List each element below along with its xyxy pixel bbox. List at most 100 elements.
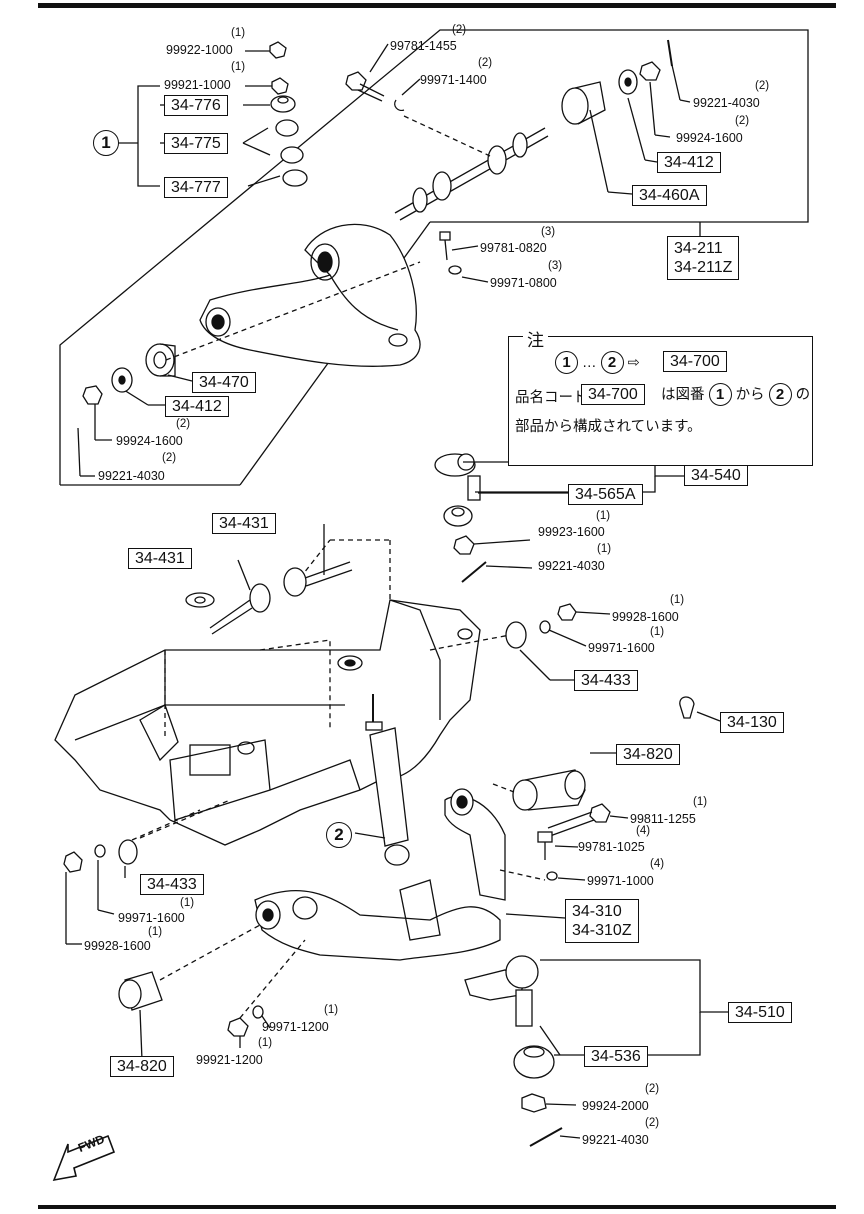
upper-panel-outline: [59, 29, 809, 485]
ref-34-433-right: 34-433: [574, 670, 638, 691]
ref-34-431-b: 34-431: [128, 548, 192, 569]
ref-34-310Z-label: 34-310Z: [572, 922, 632, 939]
note-line-1: 1 … 2 ⇨: [555, 351, 640, 374]
note-circle-2: 2: [600, 351, 624, 374]
note-line-2b: は図番 1 から 2 の: [661, 383, 810, 406]
qty-99924-left: (2): [176, 418, 191, 430]
ref-34-777: 34-777: [164, 177, 228, 198]
note-no: の: [795, 387, 811, 403]
lower-control-arm: [254, 788, 506, 961]
bottom-rule: [38, 1205, 836, 1209]
note-arrow-icon: ⇨: [627, 355, 640, 371]
ref-34-211-label: 34-211: [674, 240, 723, 257]
part-99971-1400: 99971-1400: [420, 73, 487, 87]
qty-99971-0800: (3): [548, 260, 563, 272]
ref-34-460A: 34-460A: [632, 185, 707, 206]
ref-34-211: 34-211 34-211Z: [667, 236, 740, 280]
bushing-34-470: [145, 343, 176, 377]
upper-control-arm: [199, 223, 421, 367]
part-99928-right: 99928-1600: [612, 610, 679, 624]
part-99781-1455: 99781-1455: [390, 39, 457, 53]
qty-99971-1600-left: (1): [180, 897, 195, 909]
ref-34-431-a: 34-431: [212, 513, 276, 534]
note-ref-34-700-inline: 34-700: [581, 384, 645, 405]
washer-34-412-left: [111, 367, 133, 393]
part-99923-1600: 99923-1600: [538, 525, 605, 539]
washer-34-412-top: [618, 69, 638, 95]
part-99928-left: 99928-1600: [84, 939, 151, 953]
part-99971-1000: 99971-1000: [587, 874, 654, 888]
ref-34-433-left: 34-433: [140, 874, 204, 895]
upper-shaft: [394, 127, 549, 221]
ref-34-412-left: 34-412: [165, 396, 229, 417]
note-circle-2b: 2: [768, 383, 792, 406]
ref-34-470: 34-470: [192, 372, 256, 393]
fwd-arrow-icon: [52, 1134, 116, 1182]
nut-left: [82, 385, 103, 405]
ref-34-310-label: 34-310: [572, 903, 622, 920]
ref-34-820-bottom: 34-820: [110, 1056, 174, 1077]
part-99971-1200: 99971-1200: [262, 1020, 329, 1034]
ref-34-536: 34-536: [584, 1046, 648, 1067]
part-99221-mid: 99221-4030: [538, 559, 605, 573]
qty-99928-left: (1): [148, 926, 163, 938]
top-rule: [38, 3, 836, 8]
qty-99781-1455: (2): [452, 24, 467, 36]
qty-99971-1000: (4): [650, 858, 665, 870]
part-99921-1000: 99921-1000: [164, 78, 231, 92]
ref-34-820-top: 34-820: [616, 744, 680, 765]
qty-99923: (1): [596, 510, 611, 522]
ref-34-540: 34-540: [684, 465, 748, 486]
qty-99971-right: (1): [650, 626, 665, 638]
bolt-99781-1455: [345, 71, 385, 102]
shock-absorber: [365, 694, 410, 866]
part-99971-right: 99971-1600: [588, 641, 655, 655]
note-ref-34-700: 34-700: [663, 351, 727, 372]
part-99221-left: 99221-4030: [98, 469, 165, 483]
ref-34-510: 34-510: [728, 1002, 792, 1023]
part-99781-0820: 99781-0820: [480, 241, 547, 255]
qty-99221-left: (2): [162, 452, 177, 464]
part-99922-1000: 99922-1000: [166, 43, 233, 57]
callout-1: 1: [93, 130, 119, 156]
bushing-34-820-bottom: [118, 971, 163, 1011]
ball-joint-34-540: [434, 453, 481, 527]
bushing-34-820-top: [512, 769, 586, 811]
part-99221-bot: 99221-4030: [582, 1133, 649, 1147]
qty-99921-1200: (1): [258, 1037, 273, 1049]
qty-99921-1000: (1): [231, 61, 246, 73]
note-kara: から: [735, 387, 765, 403]
note-box: 注 1 … 2 ⇨ 34-700 品名コード 34-700 は図番 1 から 2…: [508, 326, 813, 466]
qty-99221-mid: (1): [597, 543, 612, 555]
qty-99922: (1): [231, 27, 246, 39]
callout-2: 2: [326, 822, 352, 848]
part-99811-1255: 99811-1255: [630, 812, 696, 826]
part-99921-1200: 99921-1200: [196, 1053, 263, 1067]
part-99924-2000: 99924-2000: [582, 1099, 649, 1113]
part-99924-top: 99924-1600: [676, 131, 743, 145]
note-line-2a: 品名コード: [515, 390, 588, 406]
chassis-frame: [54, 599, 481, 846]
bolt-99811-1255: [547, 803, 611, 837]
qty-99971-1400: (2): [478, 57, 493, 69]
qty-99928-right: (1): [670, 594, 685, 606]
note-circle-1b: 1: [708, 383, 732, 406]
ref-34-211Z-label: 34-211Z: [674, 259, 733, 276]
qty-99924-2000: (2): [645, 1083, 660, 1095]
bushing-34-460A: [561, 81, 606, 125]
ref-34-412-top: 34-412: [657, 152, 721, 173]
ref-34-775: 34-775: [164, 133, 228, 154]
qty-99221-bot: (2): [645, 1117, 660, 1129]
ball-joint-34-510: [464, 955, 555, 1079]
bolt-34-431-b: [185, 583, 271, 635]
ref-34-776: 34-776: [164, 95, 228, 116]
part-99971-0800: 99971-0800: [490, 276, 557, 290]
note-dots: …: [582, 355, 597, 371]
qty-99811: (1): [693, 796, 708, 808]
ref-34-130: 34-130: [720, 712, 784, 733]
qty-99781-1025: (4): [636, 825, 651, 837]
note-line-3: 部品から構成されています。: [515, 419, 702, 435]
ref-34-310: 34-310 34-310Z: [565, 899, 639, 943]
qty-99924-top: (2): [735, 115, 750, 127]
